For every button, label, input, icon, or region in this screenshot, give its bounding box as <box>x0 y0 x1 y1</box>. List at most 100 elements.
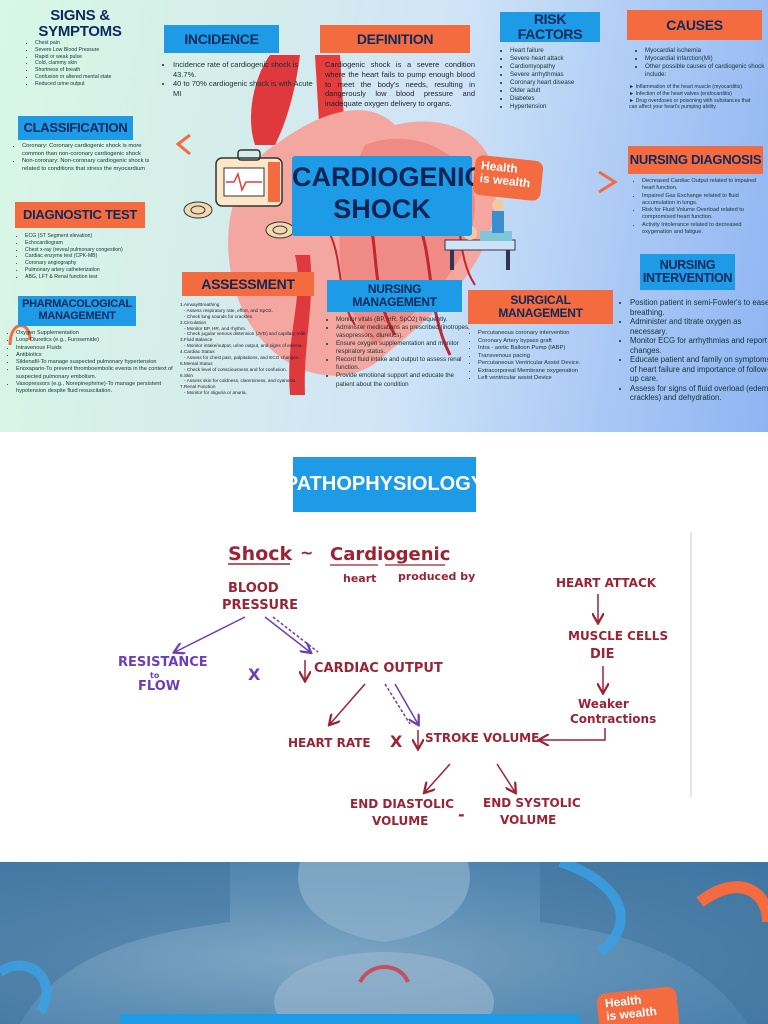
risk-item: Severe heart attack <box>510 55 610 63</box>
flow-label: FLOW <box>138 679 180 694</box>
signs-item: Severe Low Blood Pressure <box>35 47 120 54</box>
multiply-sign-2: X <box>390 732 403 751</box>
die-label: DIE <box>590 647 615 662</box>
bottom-illustration-section: Health is wealth <box>0 862 768 1024</box>
assessment-line: - Assess respiratory rate, effort, and S… <box>184 307 273 313</box>
nursing-diagnosis-item: Impaired Gas Exchange related to fluid a… <box>642 193 762 208</box>
medical-kit-icon <box>215 149 283 207</box>
pharmacological-item: Loop Diuretics (e.g., Furosemide) <box>16 337 176 344</box>
causes-subitem: ► Drug overdoses or poisoning with subst… <box>629 97 751 111</box>
diagnostic-item: Cardiac enzyme test (CPK-MB) <box>25 253 170 260</box>
nursing-diagnosis-list: Decreased Cardiac Output related to impa… <box>632 178 762 236</box>
assessment-line: - Assess skin for coldness, clamminess, … <box>184 378 297 384</box>
pharmacological-item: Intravenous Fluids <box>16 345 176 352</box>
assessment-line: 1.Airway/Breathing <box>180 302 220 307</box>
causes-header: CAUSES <box>627 10 762 40</box>
classification-item: Non-coronary: Non-coronary cardiogenic s… <box>22 158 162 173</box>
diagnostic-item: Pulmonary artery catheterization <box>25 267 170 274</box>
heart-rate-label: HEART RATE <box>288 736 371 750</box>
nursing-intervention-header: NURSING INTERVENTION <box>640 254 735 290</box>
end-diastolic-volume-label: VOLUME <box>372 814 428 828</box>
nursing-intervention-header-line-1: NURSING <box>659 257 716 272</box>
diagnostic-item: ECG (ST Segment elevation) <box>25 233 170 240</box>
causes-subitem: ► Inflammation of the heart muscle (myoc… <box>629 84 742 90</box>
surgical-item: Percutaneous Ventricular Assist Device. <box>478 360 628 368</box>
arrow-output-sv-dashed <box>384 683 411 725</box>
causes-list: Myocardial ischemiaMyocardial infarction… <box>635 47 768 79</box>
pathophysiology-diagram: Shock ~ Cardiogenic heart produced by BL… <box>118 532 692 828</box>
pressure-label: PRESSURE <box>222 598 298 613</box>
tilde-label: ~ <box>300 543 313 562</box>
assessment-header: ASSESSMENT <box>182 272 314 296</box>
classification-header: CLASSIFICATION <box>18 116 133 140</box>
cardiac-output-label: CARDIAC OUTPUT <box>314 661 443 676</box>
title-line-2: SHOCK <box>333 193 431 224</box>
surgical-item: Extracorporeal Membrane oxygenation <box>478 368 628 376</box>
title-box <box>292 156 472 236</box>
risk-item: Cardiomyopathy <box>510 63 610 71</box>
contractions-label: Contractions <box>570 712 656 726</box>
cardiogenic-label: Cardiogenic <box>330 544 450 565</box>
risk-header: RISK FACTORS <box>500 12 600 42</box>
causes-item: Myocardial infarction(MI) <box>645 55 768 63</box>
infographic-poster: CARDIOGENIC SHOCK Health is wealth SIGNS… <box>0 0 768 432</box>
health-badge: Health is wealth <box>472 154 544 202</box>
nursing-management-header: NURSING MANAGEMENT <box>327 280 462 312</box>
stroke-volume-label: STROKE VOLUME <box>425 731 539 745</box>
assessment-line: - Assess for chest pain, palpitations, a… <box>184 354 300 360</box>
end-diastolic-label: END DIASTOLIC <box>350 797 454 811</box>
pharmacological-item: Vasopressors (e.g., Norepinephrine)-To m… <box>16 381 176 396</box>
signs-item: Rapid or weak pulse <box>35 54 120 61</box>
end-systolic-label: END SYSTOLIC <box>483 796 581 810</box>
nursing-diagnosis-item: Activity Intolerance related to decrease… <box>642 222 762 237</box>
title-line-1: CARDIOGENIC <box>292 162 485 192</box>
nursing-management-item: Ensure oxygen supplementation and monito… <box>336 340 471 356</box>
heart-note: heart <box>343 572 376 585</box>
signs-item: Chest pain <box>35 40 120 47</box>
stethoscope-icon <box>183 201 213 219</box>
nursing-management-item: Monitor vitals (BP, HR, SpO2) frequently… <box>336 316 471 324</box>
pharmacological-item: Sildenafil-To manage suspected pulmonary… <box>16 359 176 366</box>
arrow-bp-output <box>264 616 310 652</box>
diagnostic-header: DIAGNOSTIC TEST <box>15 202 145 228</box>
assessment-line: 6.Skin <box>180 372 194 378</box>
assessment-line: - Check lung sounds for crackles. <box>184 313 254 319</box>
nursing-management-item: Administer medications as prescribed (in… <box>336 324 471 340</box>
risk-item: Heart failure <box>510 47 610 55</box>
signs-item: Reduced urine output <box>35 81 120 88</box>
signs-item: Confusion or altered mental state <box>35 74 120 81</box>
assessment-line: - Check jugular venous distension (JVD) … <box>184 331 307 337</box>
risk-item: Hypertension <box>510 103 610 111</box>
assessment-line: - Monitor for oliguria or anuria. <box>184 390 247 396</box>
causes-item: Myocardial ischemia <box>645 47 768 55</box>
pathophysiology-title: PATHOPHYSIOLOGY <box>285 457 484 512</box>
assessment-lines: 1.Airway/Breathing- Assess respiratory r… <box>180 302 330 396</box>
nursing-intervention-item: Monitor ECG for arrhythmias and report c… <box>630 336 768 355</box>
multiply-sign-1: X <box>248 665 261 684</box>
arrow-output-sv <box>394 683 418 724</box>
surgical-header-line-1: SURGICAL <box>510 293 571 308</box>
nursing-intervention-item: Educate patient and family on symptoms o… <box>630 355 768 384</box>
surgical-header-line-2: MANAGEMENT <box>498 306 583 320</box>
end-systolic-volume-label: VOLUME <box>500 813 556 827</box>
surgical-item: Percutaneous coronary intervention <box>478 330 628 338</box>
causes-sublist: ► Inflammation of the heart muscle (myoc… <box>625 84 757 111</box>
assessment-line: 5.Mental Status <box>180 360 213 366</box>
diagnostic-list: ECG (ST Segment elevation)Echocardiogram… <box>15 233 170 280</box>
arrow-output-hr <box>330 683 366 724</box>
pharmacological-header-line-2: MANAGEMENT <box>38 310 116 322</box>
diagnostic-item: ABG, LFT & Renal function test <box>25 274 170 281</box>
nursing-management-header-line-1: NURSING <box>367 282 422 297</box>
assessment-line: 7.Renal Function <box>180 384 216 390</box>
assessment-line: - Monitor intake/output, urine output, a… <box>184 343 303 349</box>
heart-attack-label: HEART ATTACK <box>556 576 657 590</box>
nursing-diagnosis-header: NURSING DIAGNOSIS <box>628 146 763 174</box>
resistance-label: RESISTANCE <box>118 655 208 670</box>
nursing-diagnosis-item: Risk for Fluid Volume Overload related t… <box>642 207 762 222</box>
pharmacological-item: Enoxaparin-To prevent thromboembolic eve… <box>16 366 176 381</box>
swirl-decoration <box>175 133 191 156</box>
signs-item: Shortness of breath <box>35 67 120 74</box>
incidence-list: Incidence rate of cardiogenic shock is 4… <box>163 60 318 98</box>
nursing-management-item: Provide emotional support and educate th… <box>336 372 471 388</box>
diagnostic-item: Coronary angiography <box>25 260 170 267</box>
